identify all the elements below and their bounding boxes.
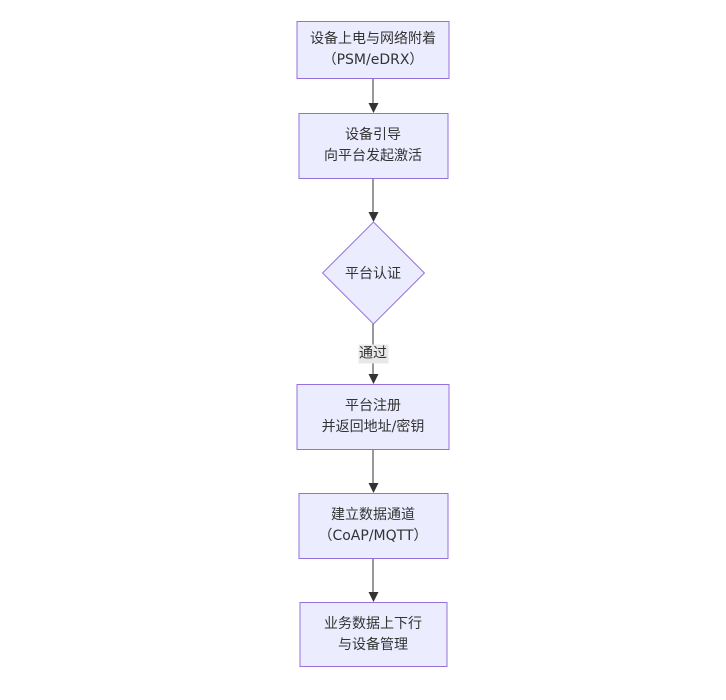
node-text-line: 并返回地址/密钥 [321, 419, 425, 435]
arrow-down-icon [368, 592, 378, 602]
node-text-line: （PSM/eDRX） [322, 52, 424, 68]
flowchart-column: 设备上电与网络附着 （PSM/eDRX） 设备引导 向平台发起激活 平台认证 通… [296, 21, 450, 667]
flow-arrow [368, 559, 378, 602]
flow-node-power-attach: 设备上电与网络附着 （PSM/eDRX） [296, 21, 450, 79]
flow-node-bootstrap: 设备引导 向平台发起激活 [298, 113, 448, 179]
node-text-line: （CoAP/MQTT） [318, 528, 428, 544]
node-text-line: 建立数据通道 [331, 507, 415, 523]
arrow-down-icon [368, 103, 378, 113]
node-text-line: 平台认证 [345, 266, 401, 282]
flow-node-data-channel: 建立数据通道 （CoAP/MQTT） [298, 493, 448, 559]
flow-arrow [368, 179, 378, 222]
arrow-line [372, 450, 374, 490]
node-text-line: 向平台发起激活 [324, 148, 422, 164]
node-text-line: 与设备管理 [338, 636, 408, 653]
arrow-down-icon [368, 212, 378, 222]
node-text-line: 设备引导 [345, 127, 401, 143]
flow-arrow [368, 79, 378, 113]
node-text-line: 业务数据上下行 [324, 615, 422, 632]
flow-arrow [368, 450, 378, 493]
flow-arrow-pass: 通过 [358, 324, 388, 384]
arrow-down-icon [368, 374, 378, 384]
arrow-line [372, 79, 374, 110]
flow-node-register: 平台注册 并返回地址/密钥 [296, 384, 450, 450]
flow-node-business-data: 业务数据上下行 与设备管理 [299, 602, 447, 667]
node-text-line: 设备上电与网络附着 [310, 31, 436, 47]
arrow-line [372, 179, 374, 219]
edge-label-pass: 通过 [358, 344, 388, 364]
node-text-line: 平台注册 [345, 398, 401, 414]
arrow-down-icon [368, 483, 378, 493]
arrow-line [372, 559, 374, 599]
decision-platform-auth: 平台认证 [321, 221, 425, 325]
